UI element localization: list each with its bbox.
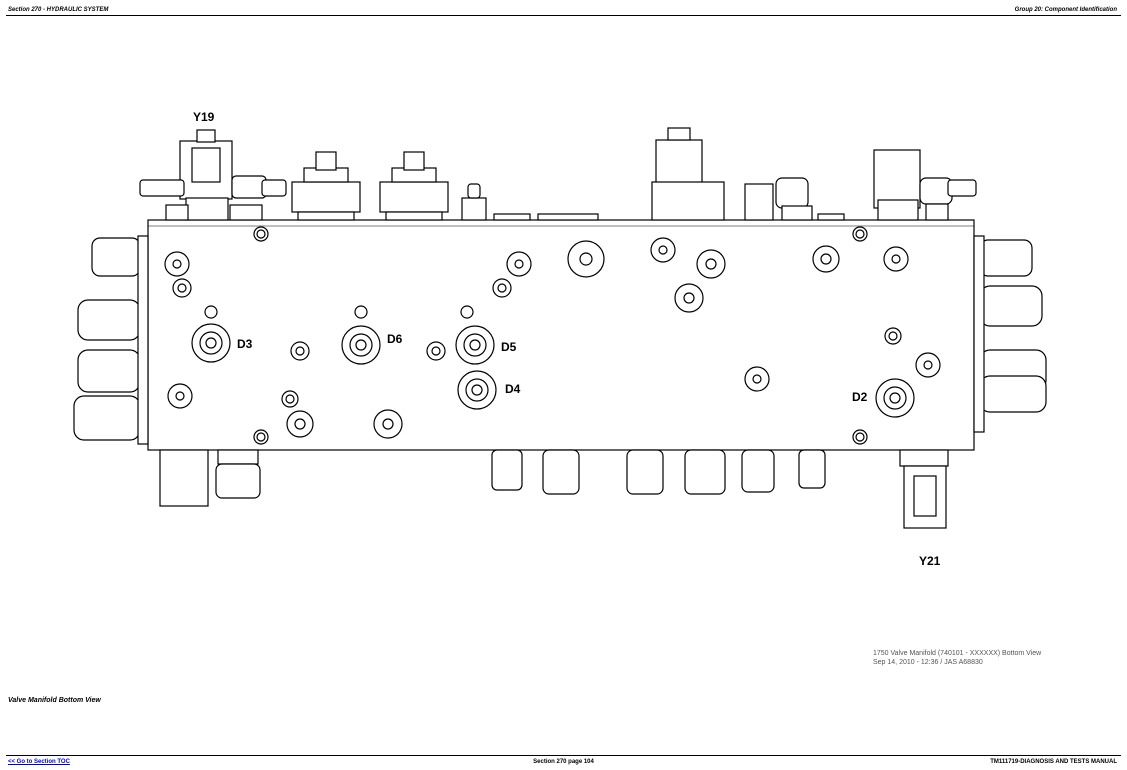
drawing-note: 1750 Valve Manifold (740101 - XXXXXX) Bo… [873, 649, 1041, 667]
label-d2: D2 [852, 390, 868, 404]
drawing-note-line2: Sep 14, 2010 - 12:36 / JAS A68830 [873, 659, 983, 666]
left-fittings [73, 235, 149, 445]
right-fittings [973, 235, 1047, 433]
label-y21: Y21 [919, 554, 941, 568]
header-section: Section 270 - HYDRAULIC SYSTEM [8, 7, 109, 13]
test-port-d5 [455, 325, 495, 365]
header-rule [6, 15, 1121, 16]
drawing-note-line1: 1750 Valve Manifold (740101 - XXXXXX) Bo… [873, 650, 1042, 657]
manifold-ports [164, 226, 941, 445]
test-port-d2 [875, 378, 915, 418]
test-port-d4 [457, 370, 497, 410]
bottom-fittings [159, 449, 949, 529]
manual-title: TM111719-DIAGNOSIS AND TESTS MANUAL [990, 759, 1117, 765]
label-d6: D6 [387, 332, 403, 346]
header-group: Group 20: Component Identification [1014, 7, 1117, 13]
top-fittings [139, 127, 977, 221]
label-y19: Y19 [193, 110, 215, 124]
label-d5: D5 [501, 340, 517, 354]
section-toc-link[interactable]: << Go to Section TOC [8, 759, 70, 765]
label-d4: D4 [505, 382, 521, 396]
manifold-block [147, 219, 975, 451]
figure-caption: Valve Manifold Bottom View [8, 697, 101, 704]
test-port-d3 [191, 323, 231, 363]
label-d3: D3 [237, 337, 253, 351]
test-port-d6 [341, 325, 381, 365]
page-number: Section 270 page 104 [533, 759, 594, 765]
footer-rule [6, 755, 1121, 756]
